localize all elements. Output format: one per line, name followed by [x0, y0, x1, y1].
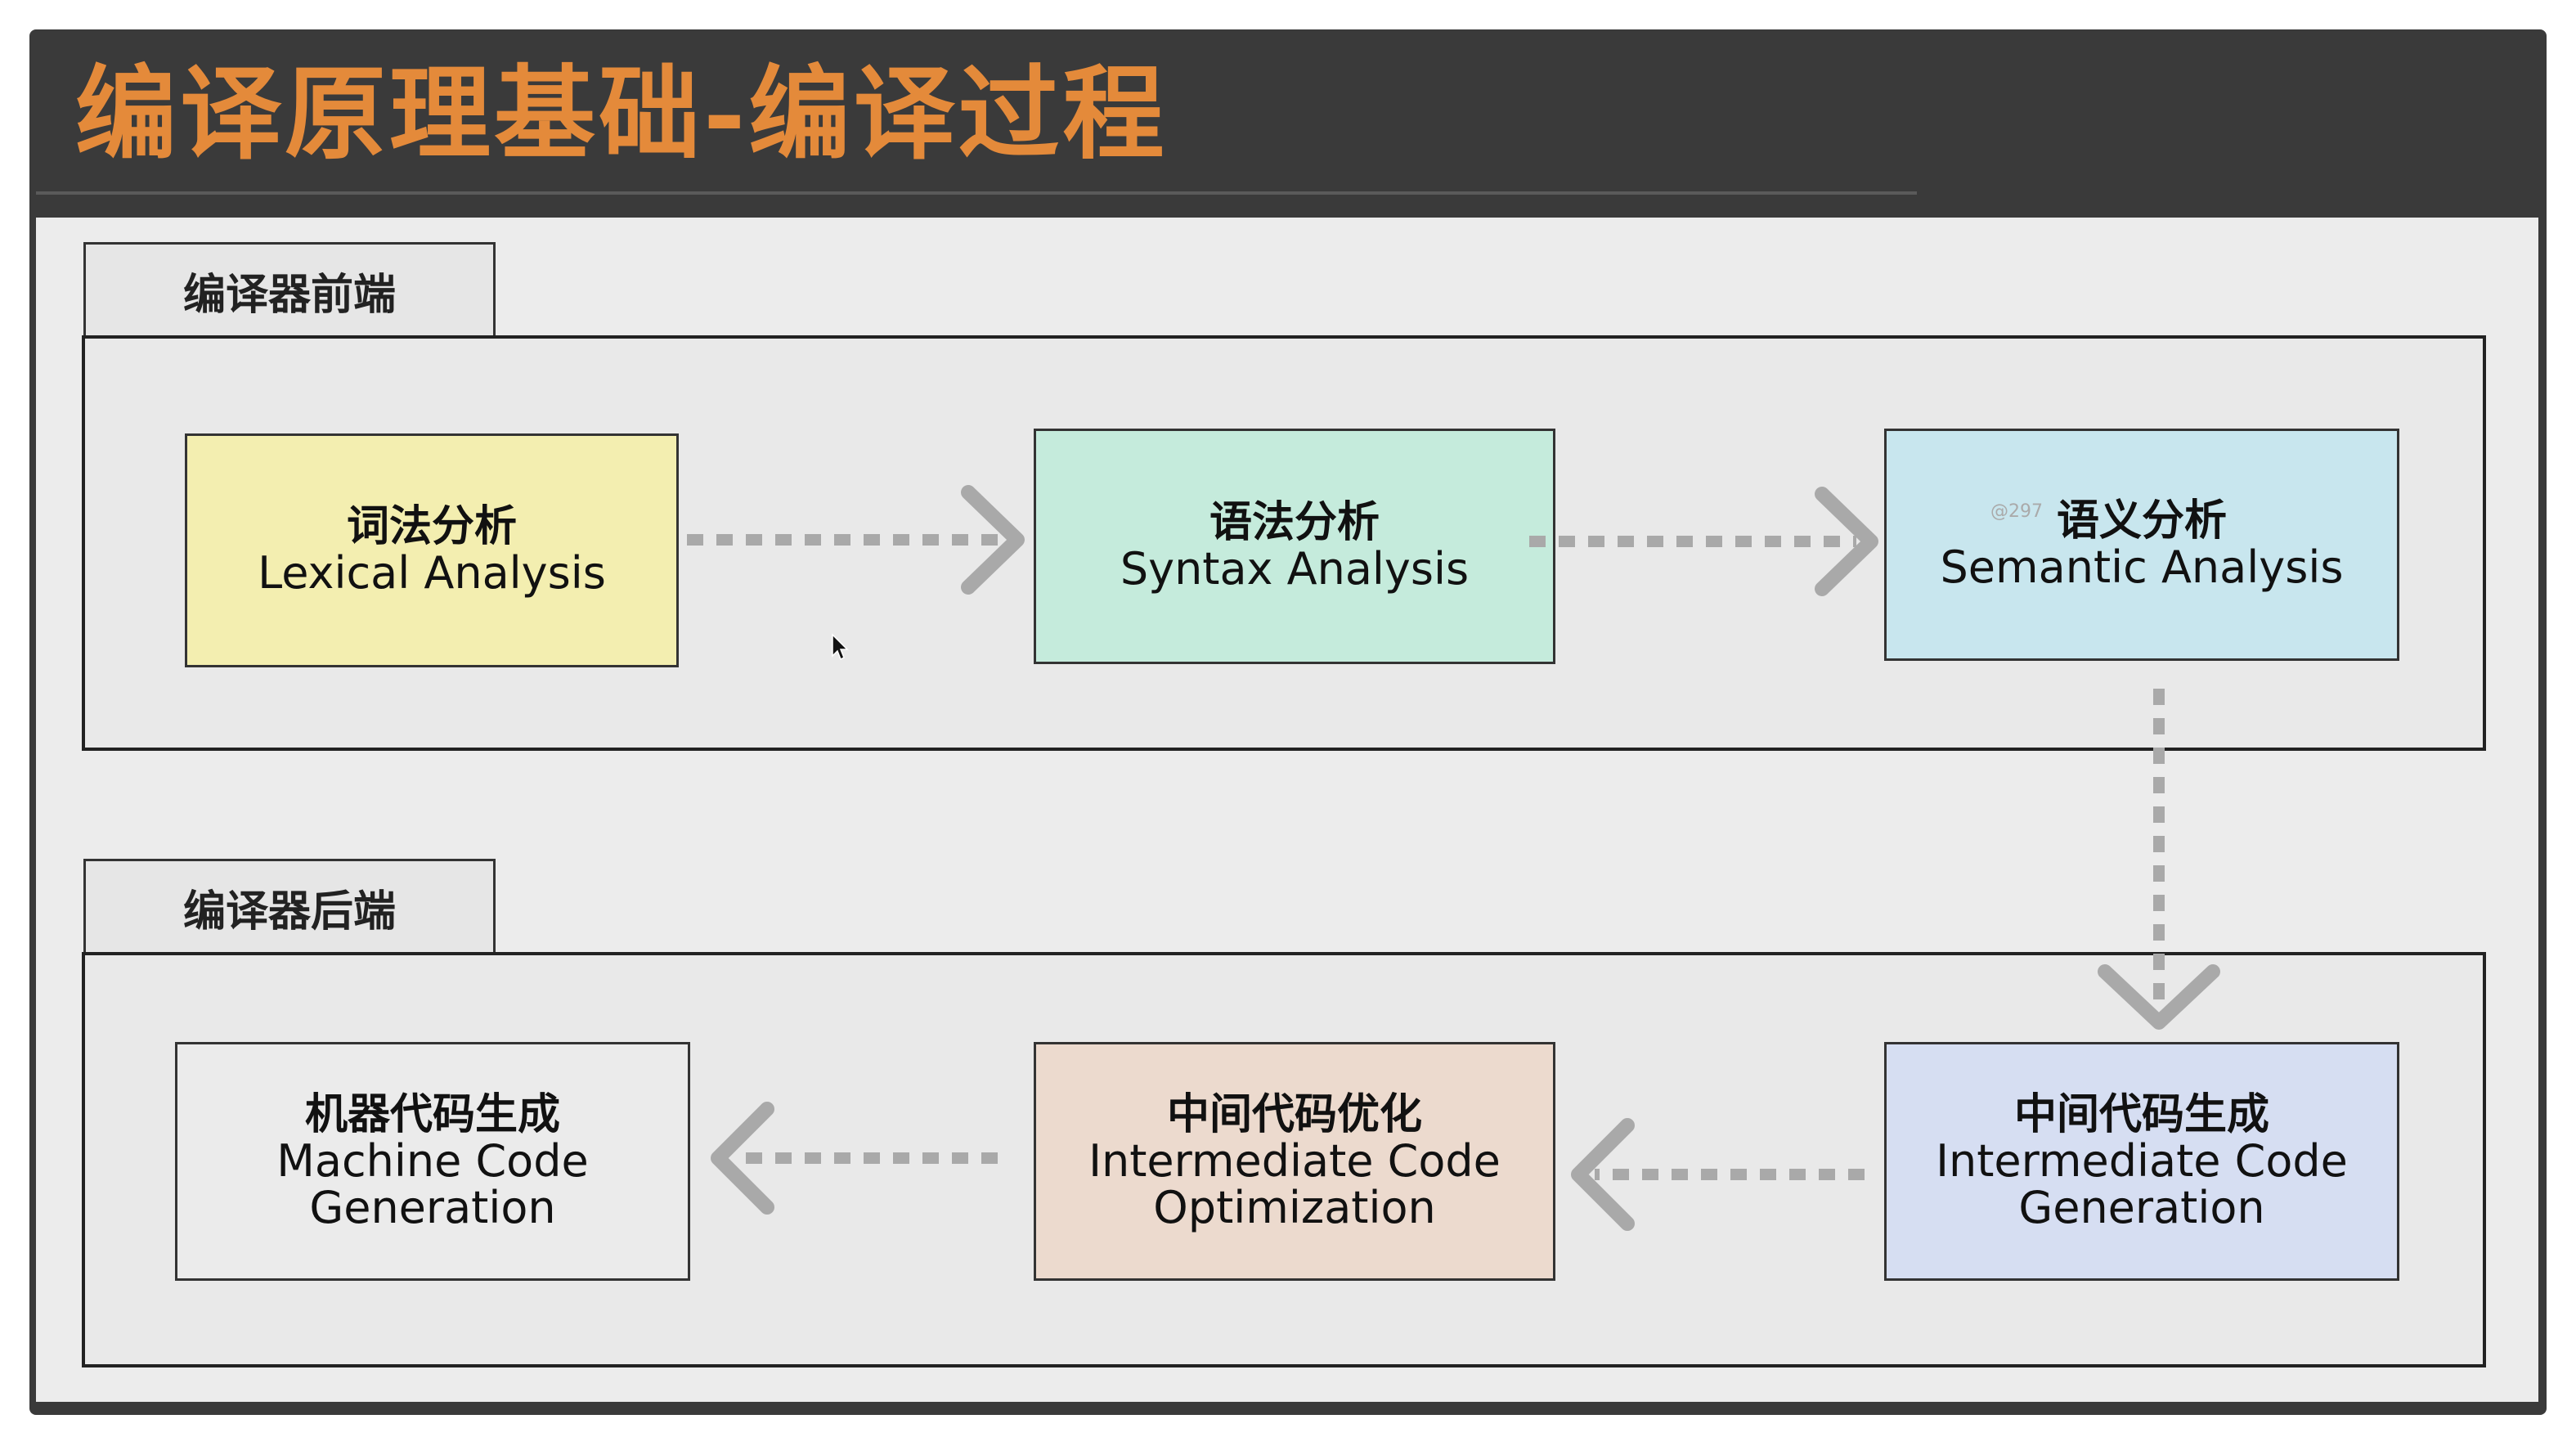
syntax-analysis-en: Syntax Analysis: [1120, 543, 1470, 595]
arrow-intermediate-to-optimization-head: [1571, 1118, 1635, 1231]
intermediate-code-generation-en2: Generation: [2018, 1181, 2265, 1233]
page-title: 编译原理基础-编译过程: [75, 55, 1168, 173]
intermediate-code-optimization-zh: 中间代码优化: [1166, 1089, 1422, 1139]
semantic-analysis-zh: 语义分析: [2056, 496, 2227, 546]
arrow-syntax-to-semantic-head: [1815, 487, 1878, 596]
intermediate-code-optimization-en1: Intermediate Code: [1088, 1134, 1501, 1187]
machine-code-generation-en1: Machine Code: [276, 1134, 589, 1187]
title-divider: [36, 191, 1917, 195]
lexical-analysis-box: 词法分析 Lexical Analysis: [185, 433, 679, 667]
mouse-cursor-icon: [832, 633, 849, 661]
intermediate-code-optimization-box: 中间代码优化 Intermediate Code Optimization: [1034, 1042, 1555, 1281]
intermediate-code-optimization-en2: Optimization: [1153, 1181, 1436, 1233]
intermediate-code-generation-zh: 中间代码生成: [2013, 1089, 2269, 1139]
machine-code-generation-box: 机器代码生成 Machine Code Generation: [175, 1042, 690, 1281]
watermark-text: @297: [1990, 501, 2043, 522]
backend-tab: 编译器后端: [83, 859, 496, 954]
arrow-semantic-to-intermediate-head: [2098, 964, 2220, 1030]
syntax-analysis-box: 语法分析 Syntax Analysis: [1034, 429, 1555, 664]
lexical-analysis-en: Lexical Analysis: [258, 547, 606, 600]
frontend-tab: 编译器前端: [83, 242, 496, 337]
arrow-lexical-to-syntax-head: [961, 485, 1025, 595]
lexical-analysis-zh: 词法分析: [346, 502, 517, 552]
machine-code-generation-en2: Generation: [309, 1181, 556, 1233]
intermediate-code-generation-en1: Intermediate Code: [1936, 1134, 2348, 1187]
semantic-analysis-box: 语义分析 Semantic Analysis: [1884, 429, 2399, 661]
arrow-optimization-to-machine-head: [711, 1102, 774, 1215]
semantic-analysis-en: Semantic Analysis: [1940, 541, 2344, 594]
syntax-analysis-zh: 语法分析: [1209, 498, 1380, 548]
machine-code-generation-zh: 机器代码生成: [304, 1089, 560, 1139]
intermediate-code-generation-box: 中间代码生成 Intermediate Code Generation: [1884, 1042, 2399, 1281]
